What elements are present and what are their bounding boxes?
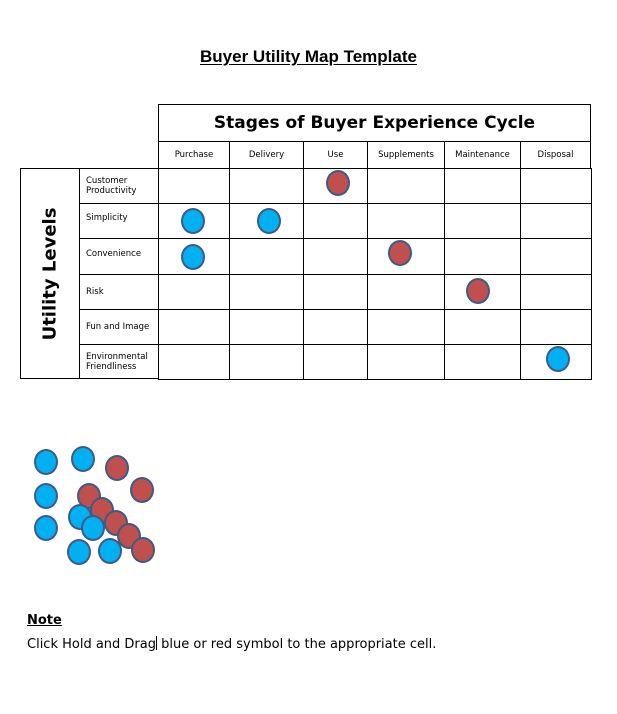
red-symbol-supplements-convenience[interactable] bbox=[388, 240, 412, 266]
blue-symbol-disposal-environmental[interactable] bbox=[546, 346, 570, 372]
grid-cell[interactable] bbox=[444, 203, 521, 239]
column-header-supplements: Supplements bbox=[367, 141, 445, 169]
row-header-simplicity: Simplicity bbox=[79, 203, 159, 239]
note-heading: Note bbox=[27, 613, 62, 628]
row-header-convenience: Convenience bbox=[79, 238, 159, 275]
row-header-environmental-friendliness: Environmental Friendliness bbox=[79, 344, 159, 379]
grid-cell[interactable] bbox=[158, 309, 230, 345]
grid-cell[interactable] bbox=[520, 203, 592, 239]
grid-cell[interactable] bbox=[158, 274, 230, 310]
grid-cell[interactable] bbox=[444, 344, 521, 380]
grid-cell[interactable] bbox=[520, 168, 592, 204]
column-header-disposal: Disposal bbox=[520, 141, 591, 169]
grid-cell[interactable] bbox=[520, 344, 592, 380]
grid-cell[interactable] bbox=[158, 344, 230, 380]
grid-cell[interactable] bbox=[229, 344, 304, 380]
grid-cell[interactable] bbox=[229, 168, 304, 204]
grid-cell[interactable] bbox=[367, 309, 445, 345]
pool-blue-symbol[interactable] bbox=[71, 446, 95, 472]
grid-cell[interactable] bbox=[520, 238, 592, 275]
grid-cell[interactable] bbox=[303, 203, 368, 239]
red-symbol-maintenance-risk[interactable] bbox=[466, 278, 490, 304]
grid-cell[interactable] bbox=[367, 344, 445, 380]
grid-cell[interactable] bbox=[158, 168, 230, 204]
blue-symbol-purchase-simplicity[interactable] bbox=[181, 208, 205, 234]
row-header-customer-productivity: Customer Productivity bbox=[79, 168, 159, 204]
text-cursor bbox=[156, 636, 157, 650]
row-header-risk: Risk bbox=[79, 274, 159, 310]
grid-cell[interactable] bbox=[444, 168, 521, 204]
grid-cell[interactable] bbox=[229, 309, 304, 345]
pool-blue-symbol[interactable] bbox=[34, 449, 58, 475]
note-text-part2: blue or red symbol to the appropriate ce… bbox=[157, 637, 437, 652]
grid-cell[interactable] bbox=[303, 274, 368, 310]
column-header-use: Use bbox=[303, 141, 368, 169]
note-text-part1: Click Hold and Drag bbox=[27, 637, 156, 652]
stages-header: Stages of Buyer Experience Cycle bbox=[158, 104, 591, 142]
grid-cell[interactable] bbox=[303, 238, 368, 275]
grid-cell[interactable] bbox=[520, 274, 592, 310]
page-title: Buyer Utility Map Template bbox=[0, 47, 617, 67]
column-header-purchase: Purchase bbox=[158, 141, 230, 169]
pool-blue-symbol[interactable] bbox=[81, 515, 105, 541]
blue-symbol-delivery-simplicity[interactable] bbox=[257, 208, 281, 234]
grid-cell[interactable] bbox=[367, 168, 445, 204]
utility-levels-label: Utility Levels bbox=[20, 168, 80, 379]
grid-cell[interactable] bbox=[303, 309, 368, 345]
grid-cell[interactable] bbox=[229, 274, 304, 310]
pool-blue-symbol[interactable] bbox=[34, 483, 58, 509]
blue-symbol-purchase-convenience[interactable] bbox=[181, 244, 205, 270]
red-symbol-use-customer-productivity[interactable] bbox=[326, 170, 350, 196]
pool-red-symbol[interactable] bbox=[131, 537, 155, 563]
pool-blue-symbol[interactable] bbox=[98, 538, 122, 564]
note-text: Click Hold and Drag blue or red symbol t… bbox=[27, 636, 436, 652]
title-text: Buyer Utility Map Template bbox=[200, 47, 417, 66]
pool-red-symbol[interactable] bbox=[130, 477, 154, 503]
pool-blue-symbol[interactable] bbox=[67, 539, 91, 565]
grid-cell[interactable] bbox=[367, 274, 445, 310]
grid-cell[interactable] bbox=[444, 238, 521, 275]
row-header-fun-and-image: Fun and Image bbox=[79, 309, 159, 345]
grid-cell[interactable] bbox=[520, 309, 592, 345]
stages-header-text: Stages of Buyer Experience Cycle bbox=[213, 113, 536, 133]
column-header-maintenance: Maintenance bbox=[444, 141, 521, 169]
pool-blue-symbol[interactable] bbox=[34, 515, 58, 541]
column-header-delivery: Delivery bbox=[229, 141, 304, 169]
utility-levels-text: Utility Levels bbox=[39, 207, 61, 340]
grid-cell[interactable] bbox=[444, 309, 521, 345]
grid-cell[interactable] bbox=[303, 344, 368, 380]
grid-cell[interactable] bbox=[229, 238, 304, 275]
grid-cell[interactable] bbox=[367, 203, 445, 239]
pool-red-symbol[interactable] bbox=[105, 455, 129, 481]
